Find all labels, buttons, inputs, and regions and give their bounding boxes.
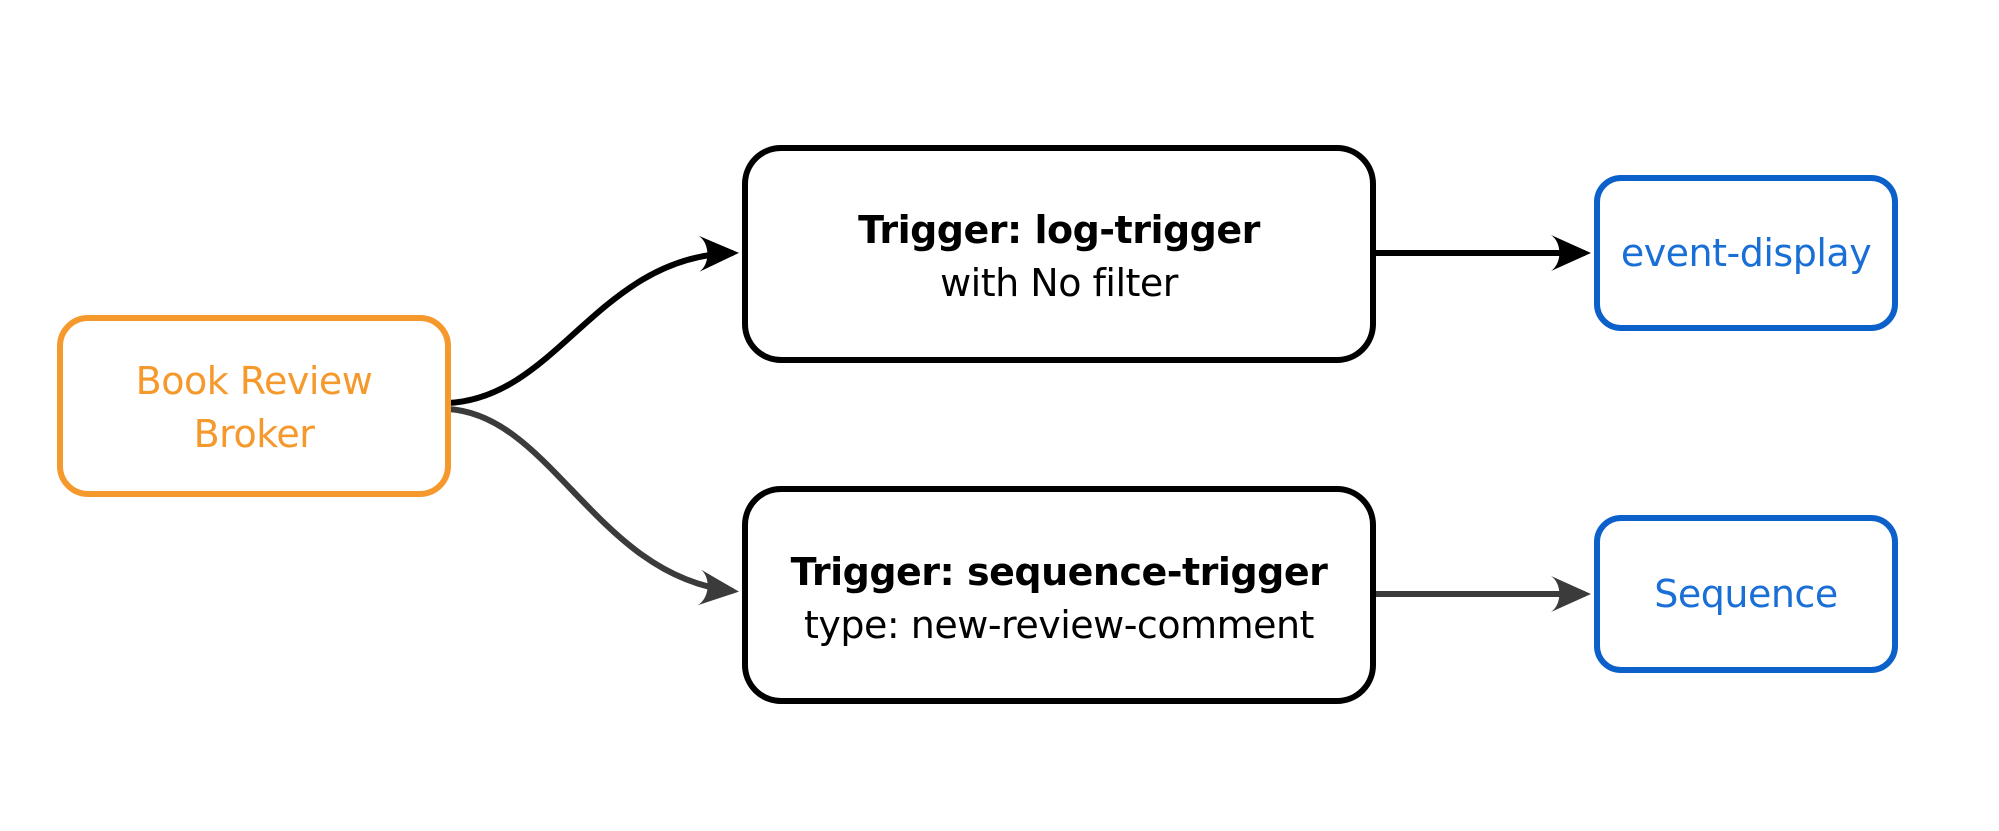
node-sequence-trigger: Trigger: sequence-trigger type: new-revi… <box>742 486 1376 704</box>
broker-label-line1: Book Review <box>136 359 373 403</box>
edge-broker-to-log-trigger <box>447 235 739 406</box>
edge-broker-to-sequence-trigger <box>447 406 739 606</box>
log-trigger-box <box>742 145 1376 363</box>
sequence-trigger-subtitle: type: new-review-comment <box>804 603 1314 647</box>
sequence-trigger-box <box>742 486 1376 704</box>
node-broker: Book Review Broker <box>57 315 451 497</box>
event-display-label: event-display <box>1621 231 1871 275</box>
broker-label-line2: Broker <box>194 412 316 456</box>
node-log-trigger: Trigger: log-trigger with No filter <box>742 145 1376 363</box>
node-event-display: event-display <box>1594 175 1898 331</box>
event-display-box <box>1594 175 1898 331</box>
log-trigger-title: Trigger: log-trigger <box>858 208 1261 252</box>
broker-box <box>57 315 451 497</box>
sequence-trigger-title: Trigger: sequence-trigger <box>791 550 1328 594</box>
sequence-box <box>1594 515 1898 673</box>
node-sequence: Sequence <box>1594 515 1898 673</box>
sequence-label: Sequence <box>1654 572 1837 616</box>
log-trigger-subtitle: with No filter <box>940 261 1179 305</box>
